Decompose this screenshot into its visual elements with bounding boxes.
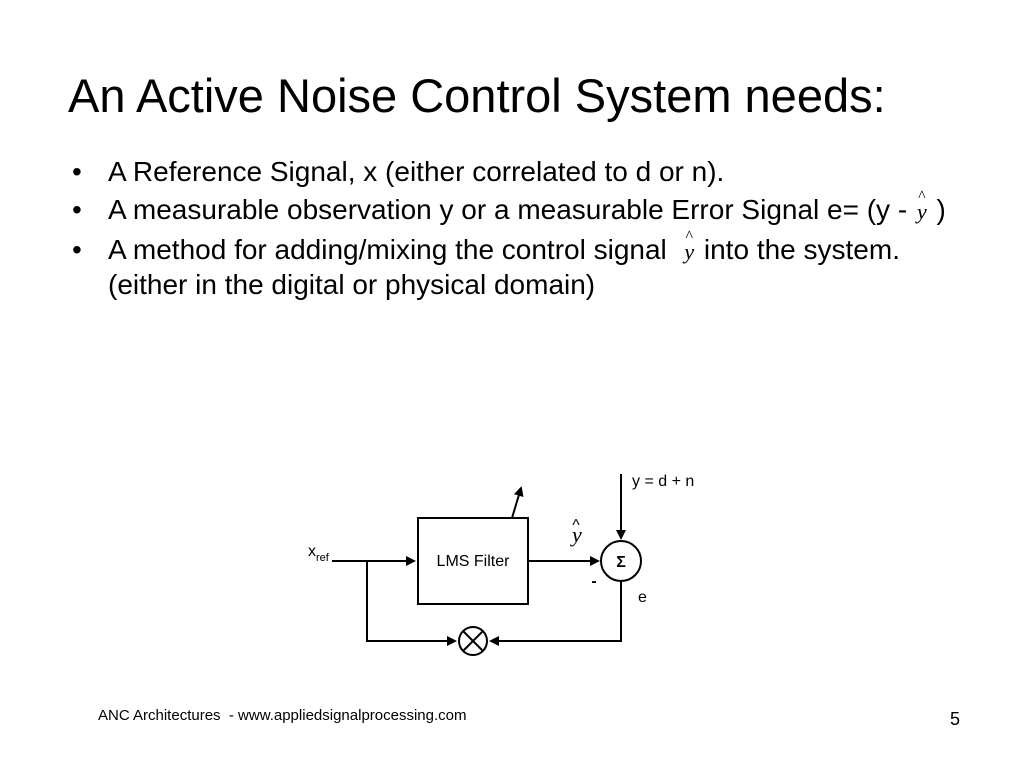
bullet-text-tail: into the system. (either in the digital …: [108, 234, 900, 300]
bullet-item: • A Reference Signal, x (either correlat…: [72, 155, 972, 188]
minus-sign: -: [591, 573, 596, 590]
y-hat-symbol: y: [684, 235, 694, 268]
observation-label: y = d + n: [632, 473, 694, 490]
bullet-text: A measurable observation y or a measurab…: [108, 194, 915, 225]
error-feedback-path: [489, 581, 622, 646]
bullet-item: • A method for adding/mixing the control…: [72, 233, 972, 301]
reference-input-main: x: [308, 543, 316, 560]
bullet-text: A method for adding/mixing the control s…: [108, 234, 675, 265]
y-hat-symbol: y: [917, 195, 927, 228]
bullet-list: • A Reference Signal, x (either correlat…: [72, 155, 972, 306]
estimate-label: y: [570, 522, 582, 547]
lms-filter-label: LMS Filter: [437, 553, 511, 570]
bullet-dot: •: [72, 234, 82, 265]
bullet-dot: •: [72, 156, 82, 187]
page-number: 5: [950, 709, 961, 729]
reference-tap-path: [366, 561, 457, 646]
reference-input-label: xref: [308, 543, 330, 564]
reference-input-sub: ref: [316, 552, 330, 564]
footer-text: ANC Architectures - www.appliedsignalpro…: [98, 707, 467, 724]
bullet-dot: •: [72, 194, 82, 225]
bullet-text: A Reference Signal, x (either correlated…: [108, 156, 725, 187]
estimate-accent: ^: [572, 517, 580, 534]
slide-title: An Active Noise Control System needs:: [68, 69, 886, 122]
error-label: e: [638, 589, 647, 606]
sum-symbol: Σ: [616, 554, 626, 571]
adaptation-arrow: [511, 486, 524, 519]
bullet-item: • A measurable observation y or a measur…: [72, 193, 972, 228]
multiplier-cross: [462, 630, 484, 652]
bullet-text-tail: ): [928, 194, 946, 225]
